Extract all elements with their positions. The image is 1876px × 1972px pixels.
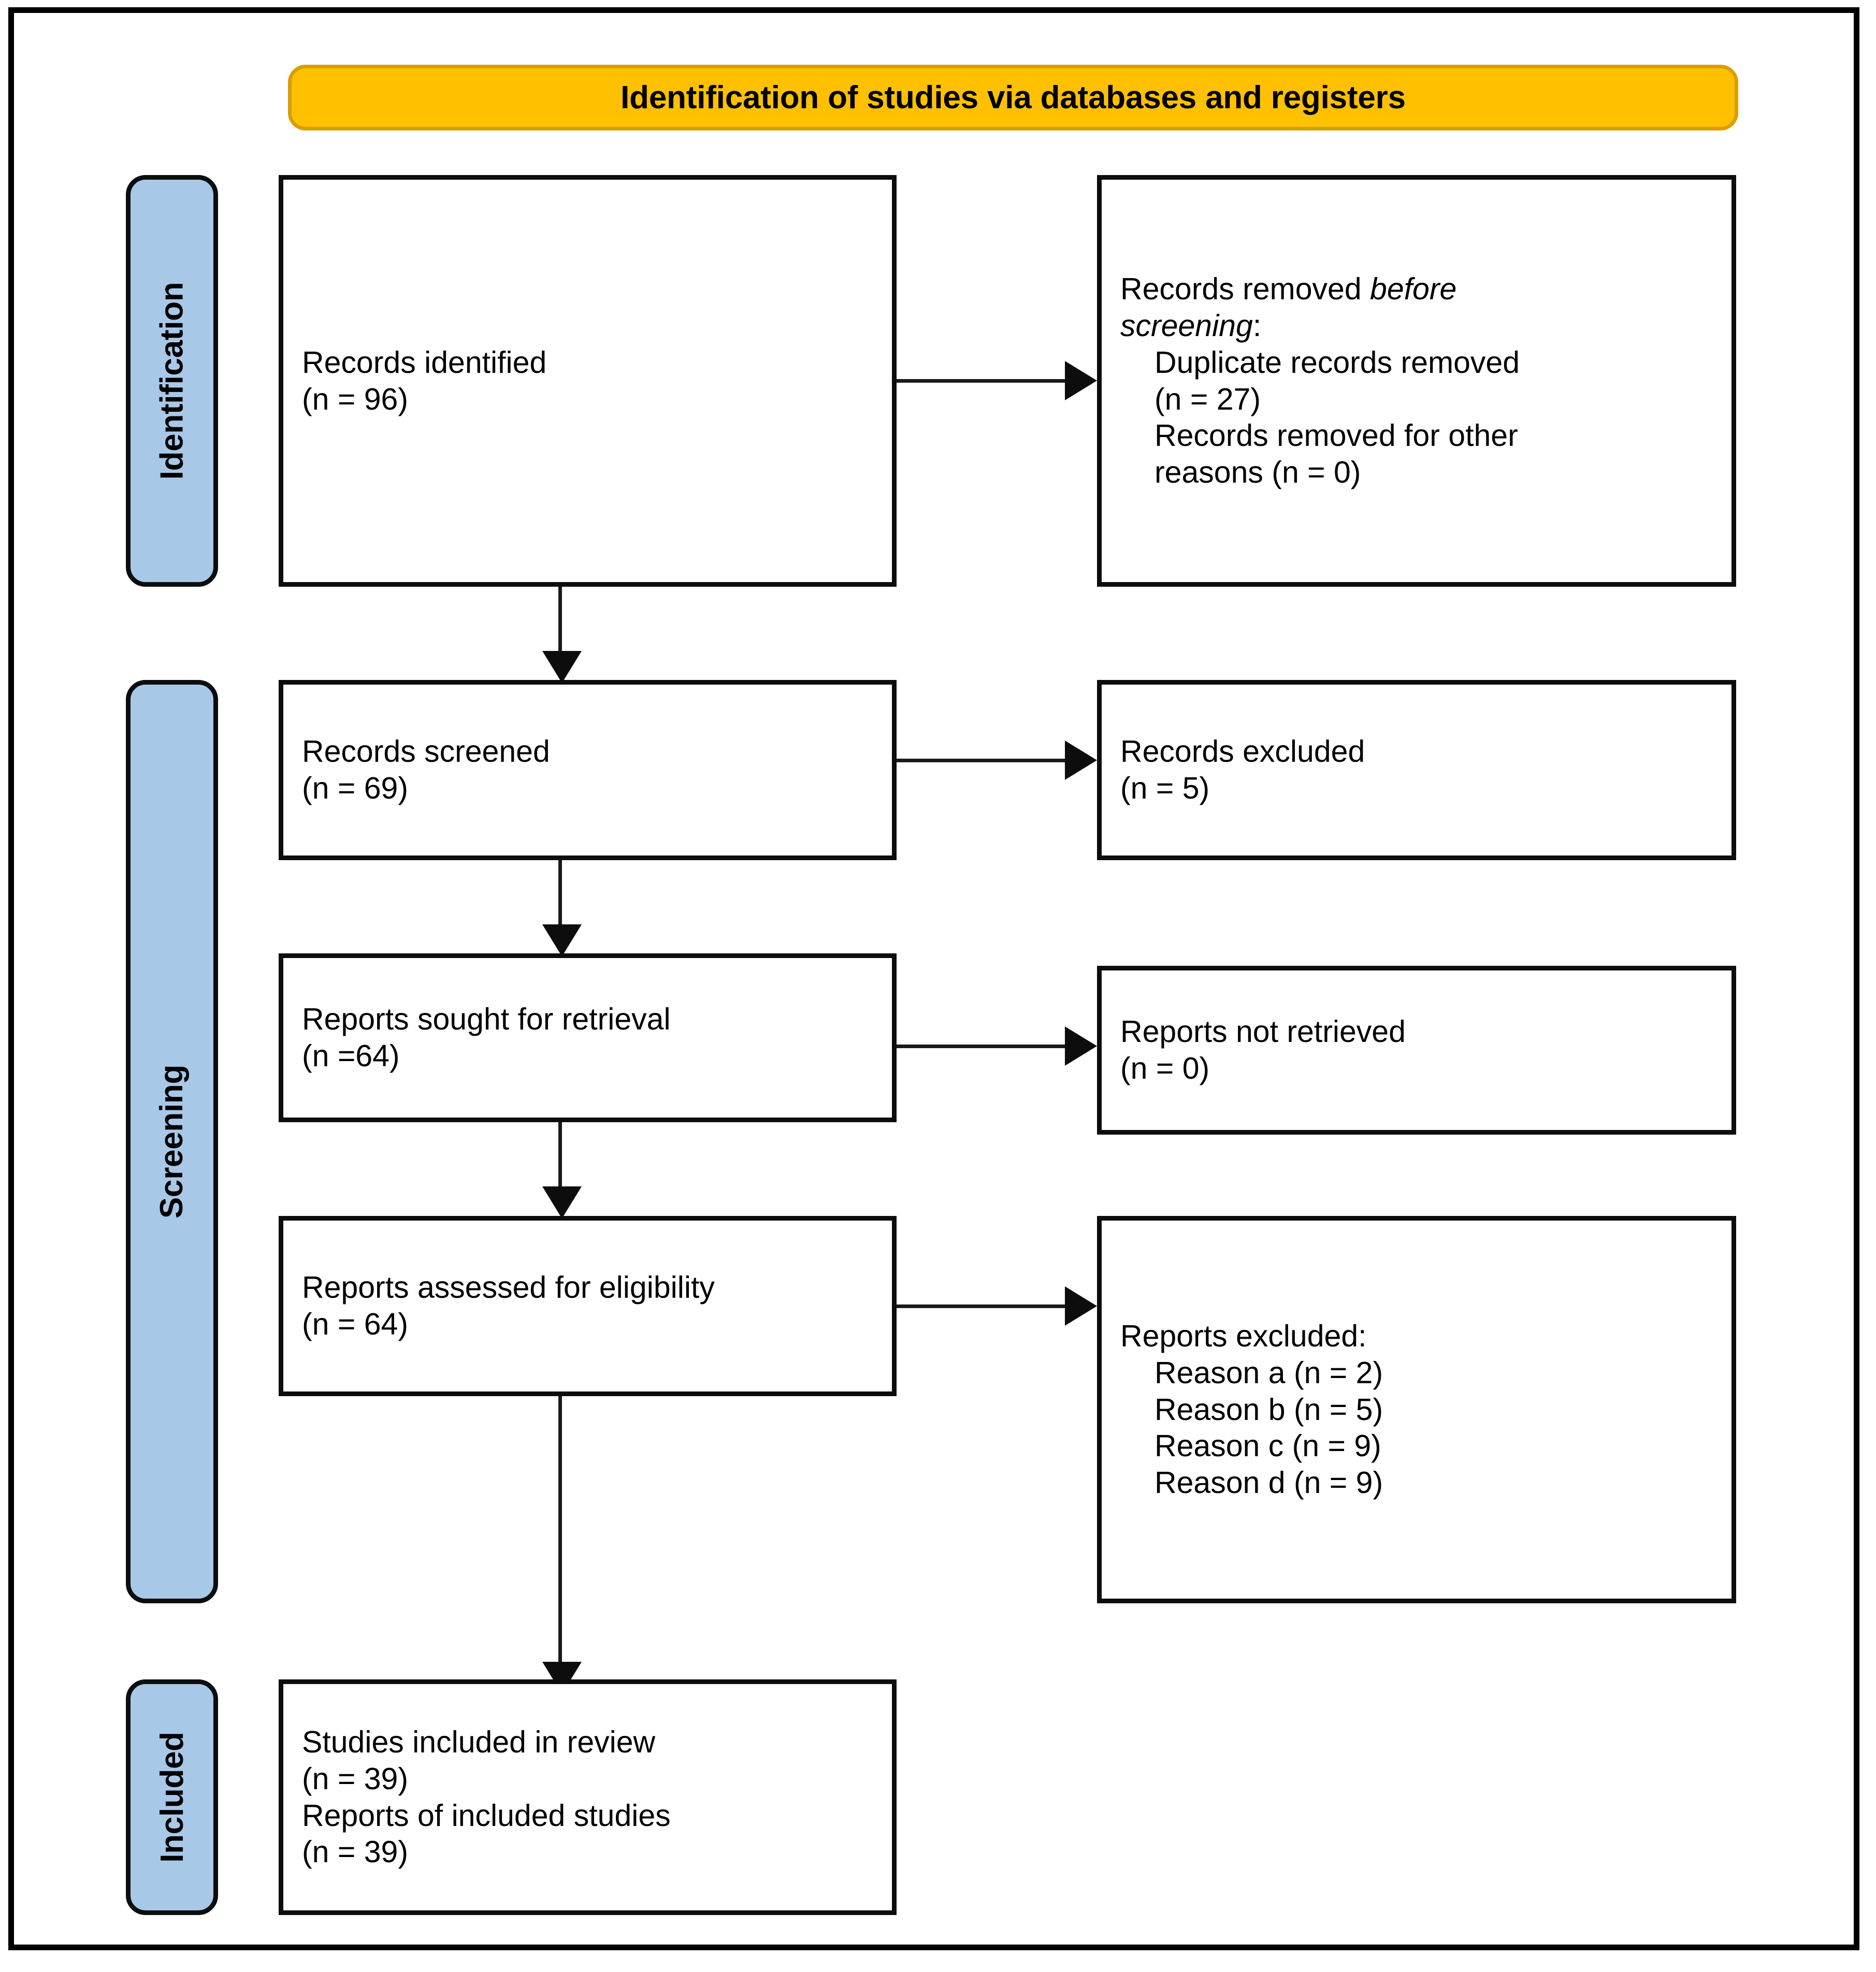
node-reports-sought-for-retrieval: Reports sought for retrieval (n =64) xyxy=(279,953,897,1122)
node-records-excluded: Records excluded (n = 5) xyxy=(1097,680,1736,860)
node-records-identified: Records identified (n = 96) xyxy=(279,175,897,587)
screening-emphasis: screening xyxy=(1120,308,1253,343)
node-line: Reports excluded: xyxy=(1120,1319,1367,1353)
records-removed-text: Records removed xyxy=(1120,272,1370,307)
node-line: Records removed before xyxy=(1120,271,1713,308)
node-line: Studies included in review xyxy=(302,1724,656,1759)
node-records-removed-before-screening: Records removed before screening: Duplic… xyxy=(1097,175,1736,587)
connector-sought-to-not-retrieved xyxy=(897,1045,1065,1048)
node-line: screening: xyxy=(1120,308,1713,344)
arrow-down-icon xyxy=(542,924,582,956)
stage-header-label: Identification of studies via databases … xyxy=(620,80,1406,115)
stage-band-included-label: Included xyxy=(154,1732,190,1863)
node-line: Records excluded xyxy=(1120,734,1365,769)
node-line: Reason a (n = 2) xyxy=(1155,1355,1383,1390)
node-line: (n = 69) xyxy=(302,771,408,805)
connector-screened-to-sought xyxy=(558,860,562,932)
node-line: Reason b (n = 5) xyxy=(1155,1392,1383,1427)
arrow-down-icon xyxy=(542,651,582,683)
node-line: Reason d (n = 9) xyxy=(1155,1466,1383,1500)
node-line: Records screened xyxy=(302,734,550,769)
node-line: (n = 64) xyxy=(302,1307,408,1341)
node-line: (n = 39) xyxy=(302,1835,408,1869)
arrow-right-icon xyxy=(1065,1026,1097,1066)
node-line: (n = 5) xyxy=(1120,771,1210,805)
stage-band-included: Included xyxy=(126,1679,218,1915)
node-line: Reports of included studies xyxy=(302,1798,671,1833)
stage-band-identification-label: Identification xyxy=(154,282,190,480)
node-studies-included-in-review: Studies included in review (n = 39) Repo… xyxy=(279,1679,897,1915)
node-line: (n = 96) xyxy=(302,382,408,416)
node-line: Duplicate records removed xyxy=(1155,345,1520,380)
node-line: (n =64) xyxy=(302,1039,400,1073)
stage-header-identification-banner: Identification of studies via databases … xyxy=(288,65,1738,130)
connector-screened-to-excluded xyxy=(897,759,1065,762)
connector-assessed-to-excluded xyxy=(897,1304,1065,1308)
stage-band-screening-label: Screening xyxy=(154,1064,190,1219)
connector-identified-to-screened xyxy=(558,587,562,659)
node-reports-not-retrieved: Reports not retrieved (n = 0) xyxy=(1097,966,1736,1135)
records-removed-emphasis: before xyxy=(1370,272,1457,307)
stage-band-screening: Screening xyxy=(126,680,218,1603)
connector-sought-to-assessed xyxy=(558,1122,562,1194)
node-reports-excluded-with-reasons: Reports excluded: Reason a (n = 2) Reaso… xyxy=(1097,1216,1736,1603)
diagram-frame: Identification of studies via databases … xyxy=(8,7,1859,1950)
node-line: (n = 27) xyxy=(1155,382,1261,416)
node-line: Records removed for other xyxy=(1155,418,1518,453)
node-line: (n = 0) xyxy=(1120,1051,1210,1085)
node-line: Reports sought for retrieval xyxy=(302,1002,671,1037)
node-line: (n = 39) xyxy=(302,1761,408,1796)
arrow-right-icon xyxy=(1065,361,1097,400)
node-line: Reports assessed for eligibility xyxy=(302,1270,715,1305)
arrow-right-icon xyxy=(1065,741,1097,780)
connector-assessed-to-included xyxy=(558,1396,562,1670)
node-line: Reason c (n = 9) xyxy=(1155,1429,1381,1463)
arrow-right-icon xyxy=(1065,1286,1097,1326)
node-records-screened: Records screened (n = 69) xyxy=(279,680,897,860)
node-line: Reports not retrieved xyxy=(1120,1014,1406,1049)
connector-identified-to-removed xyxy=(897,379,1065,383)
node-reports-assessed-for-eligibility: Reports assessed for eligibility (n = 64… xyxy=(279,1216,897,1396)
screening-colon: : xyxy=(1252,308,1262,343)
node-line: Records identified xyxy=(302,345,547,380)
arrow-down-icon xyxy=(542,1186,582,1219)
stage-band-identification: Identification xyxy=(126,175,218,587)
node-line: reasons (n = 0) xyxy=(1155,455,1361,490)
